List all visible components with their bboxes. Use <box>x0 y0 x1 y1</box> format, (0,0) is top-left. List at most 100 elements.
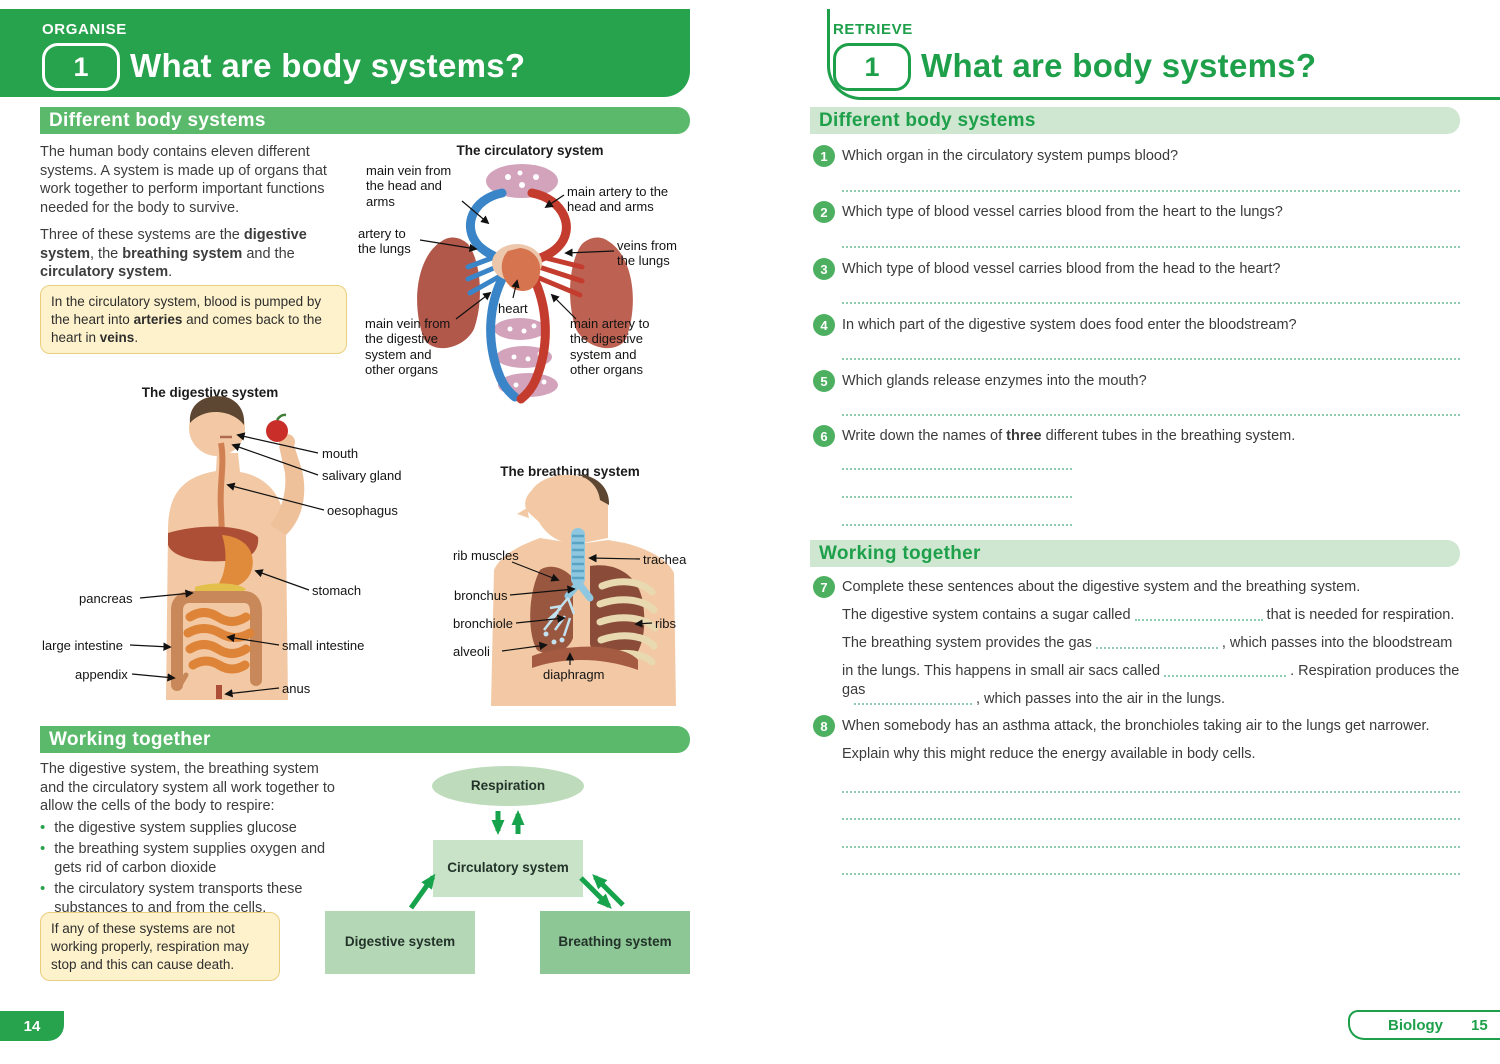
question-8-text-line2: Explain why this might reduce the energy… <box>842 746 1256 762</box>
section-heading-text: Different body systems <box>819 110 1036 131</box>
answer-line-q8-3[interactable] <box>842 846 1460 848</box>
diaphragm-shape <box>532 646 638 670</box>
label-salivary-gland: salivary gland <box>322 468 402 483</box>
page-number: 15 <box>1471 1016 1488 1034</box>
circulatory-note: In the circulatory system, blood is pump… <box>40 285 347 355</box>
right-page-title: What are body systems? <box>921 47 1317 84</box>
left-page: ORGANISE 1 What are body systems? Differ… <box>0 0 710 1064</box>
bullet-text: the circulatory system transports these … <box>54 881 303 916</box>
answer-blank[interactable] <box>1134 606 1263 621</box>
answer-line-q6-3[interactable] <box>842 524 1072 526</box>
label-small-intestine: small intestine <box>282 638 365 653</box>
flow-diagram: Respiration Circulatory system Digestive… <box>325 758 695 978</box>
working-together-text: The digestive system, the breathing syst… <box>40 760 338 917</box>
label-rib-muscles: rib muscles <box>453 548 519 563</box>
label-artery-digestive: main artery to the digestive system and … <box>570 316 650 377</box>
label-oesophagus: oesophagus <box>327 503 398 518</box>
question-6-text: Write down the names of three different … <box>842 428 1296 444</box>
lungs-shapes <box>417 237 633 349</box>
question-1-number: 1 <box>813 145 835 167</box>
page-number-tab-left: 14 <box>0 1011 64 1041</box>
right-page: RETRIEVE 1 What are body systems? Differ… <box>800 0 1500 1064</box>
section-heading-text: Working together <box>819 543 981 564</box>
unit-number-badge: 1 <box>833 43 911 91</box>
bullet-dot: • <box>40 818 46 836</box>
page-number-tab-right: Biology 15 <box>1348 1010 1500 1040</box>
heart-shape <box>492 244 542 292</box>
answer-line-q3[interactable] <box>842 302 1460 304</box>
unit-number: 1 <box>864 51 880 82</box>
label-bronchus: bronchus <box>454 588 508 603</box>
question-3-number: 3 <box>813 258 835 280</box>
answer-line-q4[interactable] <box>842 358 1460 360</box>
bullet-text: the digestive system supplies glucose <box>54 819 297 836</box>
question-8-text: When somebody has an asthma attack, the … <box>842 718 1430 734</box>
flow-node-label: Breathing system <box>558 934 672 950</box>
flow-node-label: Respiration <box>470 777 546 793</box>
section-heading-text: Working together <box>49 729 211 750</box>
answer-line-q6-1[interactable] <box>842 468 1072 470</box>
unit-number: 1 <box>73 51 89 82</box>
answer-blank[interactable] <box>854 690 972 705</box>
lungs-shapes <box>530 565 659 666</box>
flow-node-circulatory: Circulatory system <box>433 840 583 897</box>
label-vein-head: main vein from the head and arms <box>366 163 452 209</box>
label-artery-lungs: artery to the lungs <box>358 226 411 257</box>
answer-line-q2[interactable] <box>842 246 1460 248</box>
subject-label: Biology <box>1388 1016 1443 1034</box>
answer-line-q8-4[interactable] <box>842 873 1460 875</box>
unit-number-badge: 1 <box>42 43 120 91</box>
breathing-diagram-title: The breathing system <box>500 464 640 479</box>
answer-line-q1[interactable] <box>842 190 1460 192</box>
label-diaphragm: diaphragm <box>543 667 605 682</box>
label-ribs: ribs <box>655 616 676 631</box>
airways <box>543 528 594 645</box>
breathing-artwork <box>491 474 676 706</box>
label-artery-head: main artery to the head and arms <box>567 184 669 215</box>
circulatory-diagram-title: The circulatory system <box>456 143 604 158</box>
flow-node-digestive: Digestive system <box>325 911 475 974</box>
section-heading-working-left: Working together <box>40 726 690 753</box>
section-heading-different-left: Different body systems <box>40 107 690 134</box>
label-mouth: mouth <box>322 446 359 461</box>
question-7-sentence-3: in the lungs. This happens in small air … <box>842 662 1460 698</box>
label-heart: heart <box>498 301 528 316</box>
digestive-diagram: The digestive system <box>40 385 460 700</box>
intro-paragraph-2: Three of these systems are the digestive… <box>40 227 307 281</box>
question-6-number: 6 <box>813 425 835 447</box>
label-alveoli: alveoli <box>453 644 490 659</box>
digestive-artwork <box>129 396 325 700</box>
question-8-number: 8 <box>813 715 835 737</box>
circulatory-diagram: The circulatory system <box>350 143 700 413</box>
label-pancreas: pancreas <box>79 591 133 606</box>
flow-node-respiration: Respiration <box>432 766 584 806</box>
question-5-number: 5 <box>813 370 835 392</box>
intro-text: The human body contains eleven different… <box>40 143 328 291</box>
bullet-text: the breathing system supplies oxygen and… <box>54 841 326 876</box>
answer-blank[interactable] <box>1164 662 1287 677</box>
answer-line-q5[interactable] <box>842 414 1460 416</box>
answer-line-q8-1[interactable] <box>842 791 1460 793</box>
section-heading-different-right: Different body systems <box>810 107 1460 134</box>
question-2-number: 2 <box>813 201 835 223</box>
circulatory-artwork <box>417 164 633 404</box>
label-appendix: appendix <box>75 667 128 682</box>
question-2-text: Which type of blood vessel carries blood… <box>842 204 1283 220</box>
digestive-diagram-title: The digestive system <box>141 385 279 400</box>
answer-line-q6-2[interactable] <box>842 496 1072 498</box>
bullet-item: • the breathing system supplies oxygen a… <box>40 840 338 877</box>
question-7-sentence-4: , which passes into the air in the lungs… <box>850 690 1480 709</box>
question-4-text: In which part of the digestive system do… <box>842 317 1297 333</box>
working-intro: The digestive system, the breathing syst… <box>40 761 335 815</box>
answer-blank[interactable] <box>1095 634 1218 649</box>
question-5-text: Which glands release enzymes into the mo… <box>842 373 1147 389</box>
left-page-title: What are body systems? <box>130 47 526 84</box>
question-7-sentence-1: The digestive system contains a sugar ca… <box>842 606 1455 623</box>
question-3-text: Which type of blood vessel carries blood… <box>842 261 1281 277</box>
bullet-dot: • <box>40 880 46 898</box>
bullet-item: • the digestive system supplies glucose <box>40 819 338 838</box>
section-heading-text: Different body systems <box>49 110 266 131</box>
answer-line-q8-2[interactable] <box>842 818 1460 820</box>
right-page-header-border <box>827 9 1500 100</box>
label-trachea: trachea <box>643 552 687 567</box>
